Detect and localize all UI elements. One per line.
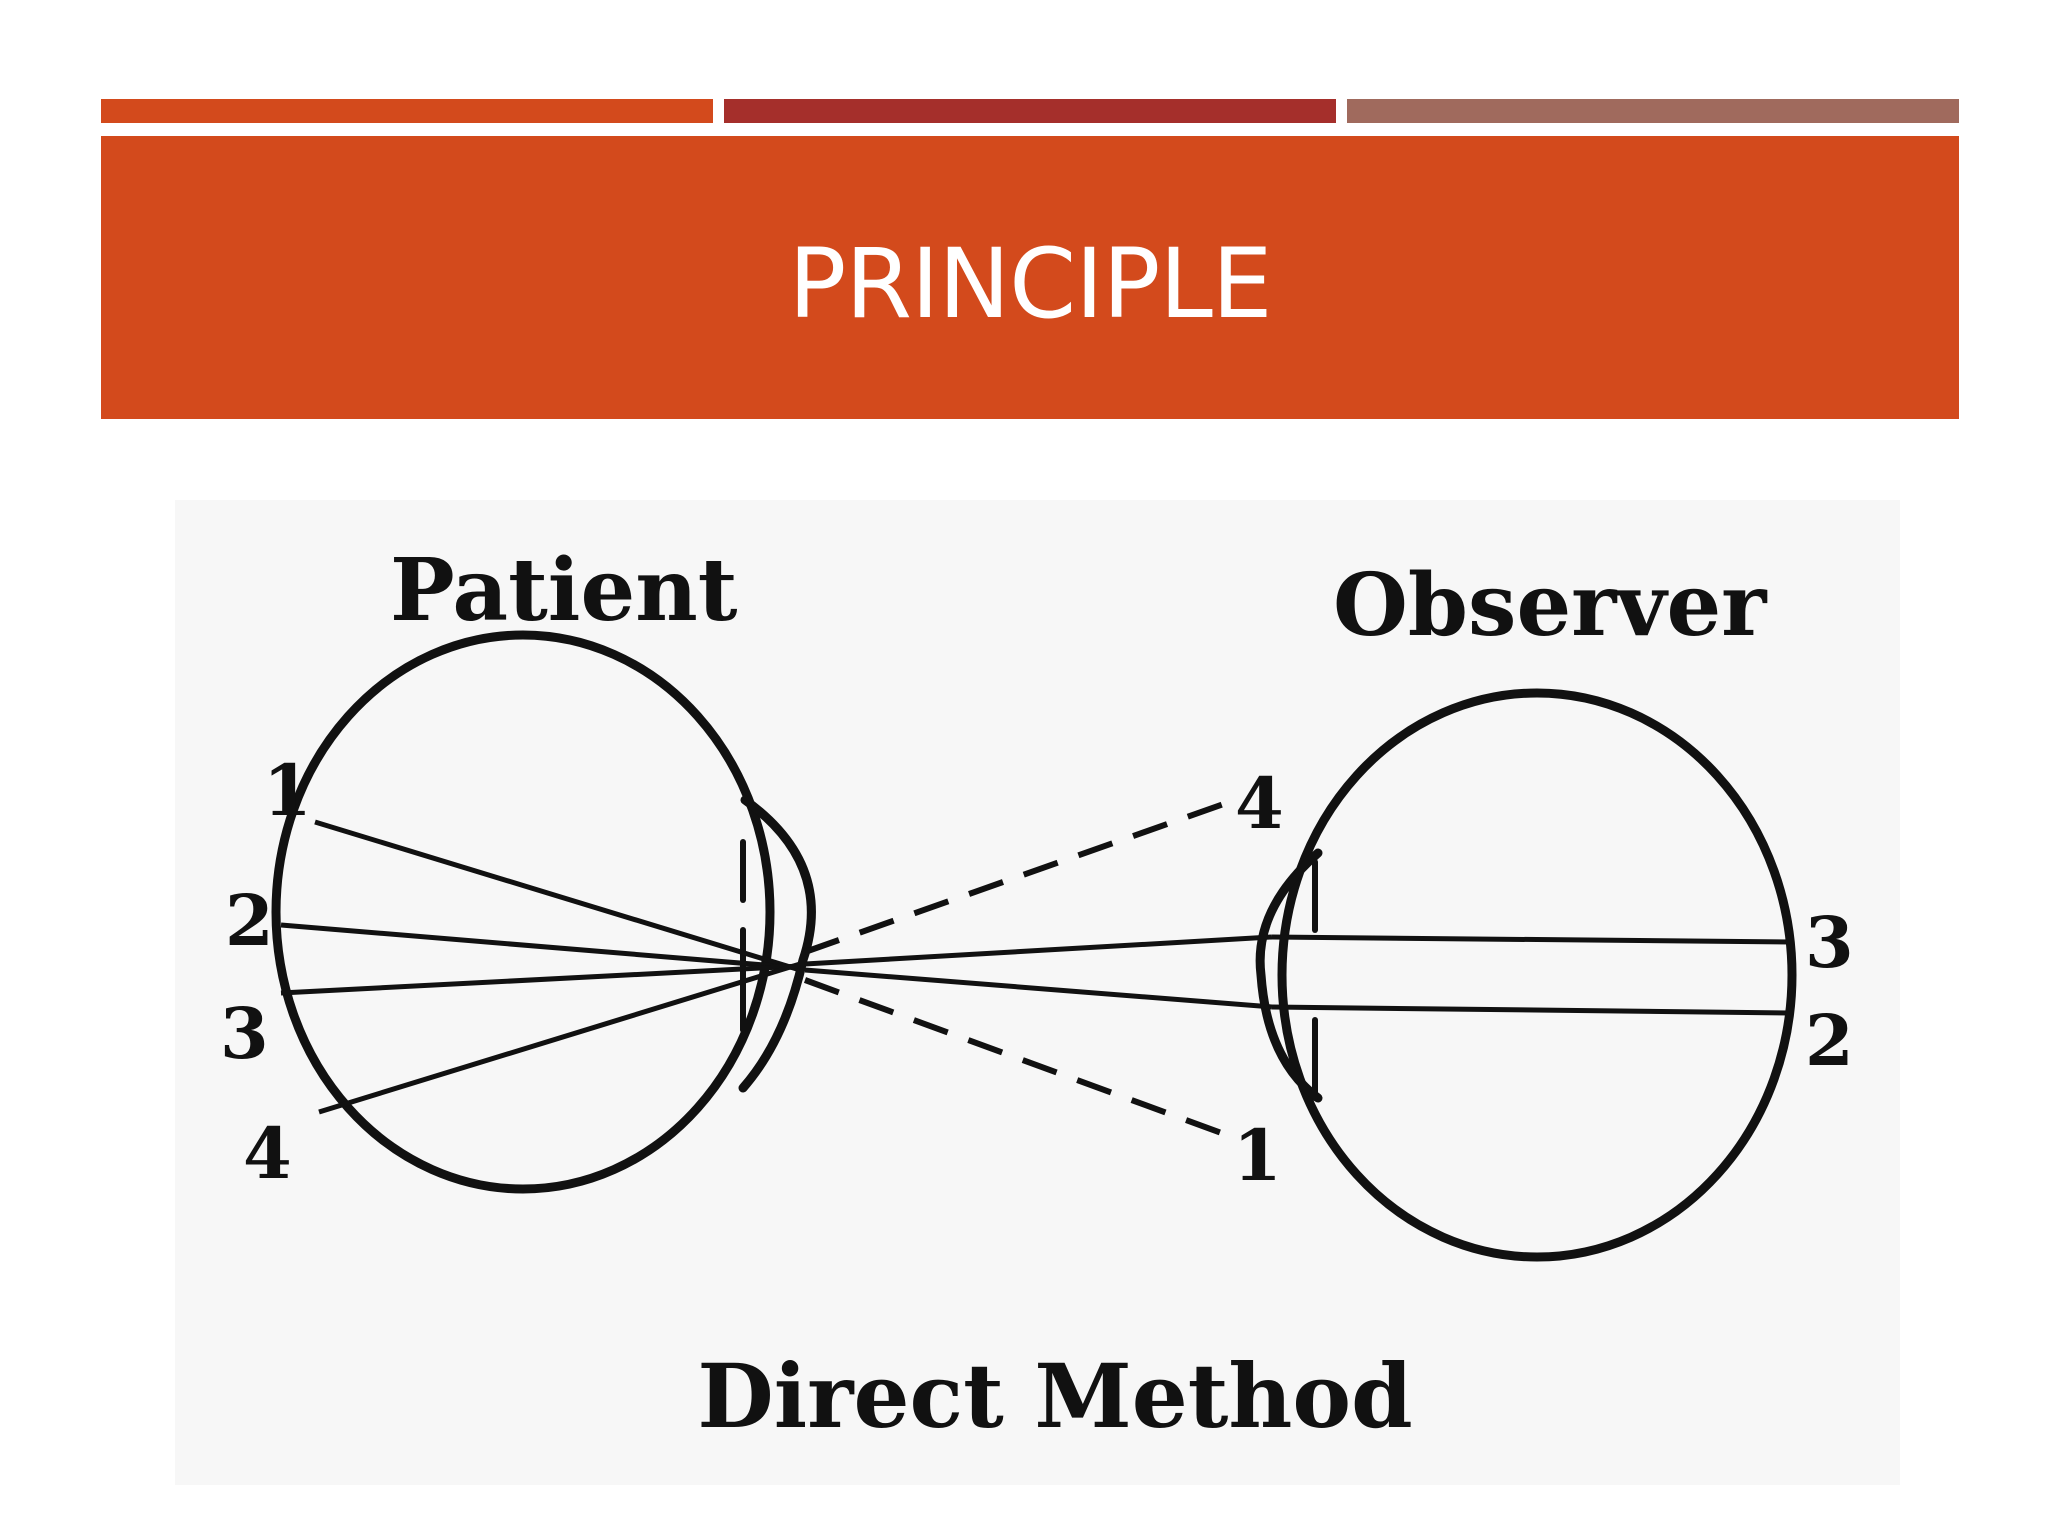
ray-to-observer-upper [804,934,1273,967]
observer-inner-ray-lower [1271,1004,1791,1016]
patient-label: Patient [390,540,738,641]
direct-method-diagram: Patient Observer 1 2 3 4 4 1 3 [175,500,1900,1485]
ray-1 [314,819,801,973]
virtual-rays [803,797,1237,1141]
virtual-point-4: 4 [1235,762,1284,845]
ray-4 [318,961,801,1115]
virtual-point-1: 1 [1233,1114,1282,1197]
dashed-ray-to-1 [803,977,1237,1141]
observer-cornea [1255,848,1323,1103]
ray-2 [280,922,801,971]
patient-point-1: 1 [263,749,312,832]
accent-bar-right [1347,99,1959,123]
observer-inner-ray-upper [1271,934,1791,945]
diagram-background [175,500,1900,1485]
dashed-ray-to-4 [804,797,1236,955]
patient-eye [271,630,816,1194]
patient-cornea [738,795,816,1093]
patient-point-2: 2 [225,879,274,962]
patient-point-3: 3 [220,992,269,1075]
observer-rays [804,934,1791,1016]
ray-3 [280,963,801,996]
diagram-caption: Direct Method [697,1344,1412,1448]
observer-eye [1255,688,1797,1262]
patient-point-4: 4 [243,1112,292,1195]
patient-rays [280,819,801,1115]
accent-bar-left [101,99,713,123]
ray-to-observer-lower [804,967,1273,1010]
observer-label: Observer [1333,555,1768,656]
patient-eyeball [271,630,775,1194]
observer-eyeball [1277,688,1797,1262]
observer-point-3: 3 [1805,901,1854,984]
title-banner: PRINCIPLE [101,136,1959,419]
observer-point-2: 2 [1805,999,1854,1082]
slide-title: PRINCIPLE [788,227,1272,340]
accent-bar-middle [724,99,1336,123]
